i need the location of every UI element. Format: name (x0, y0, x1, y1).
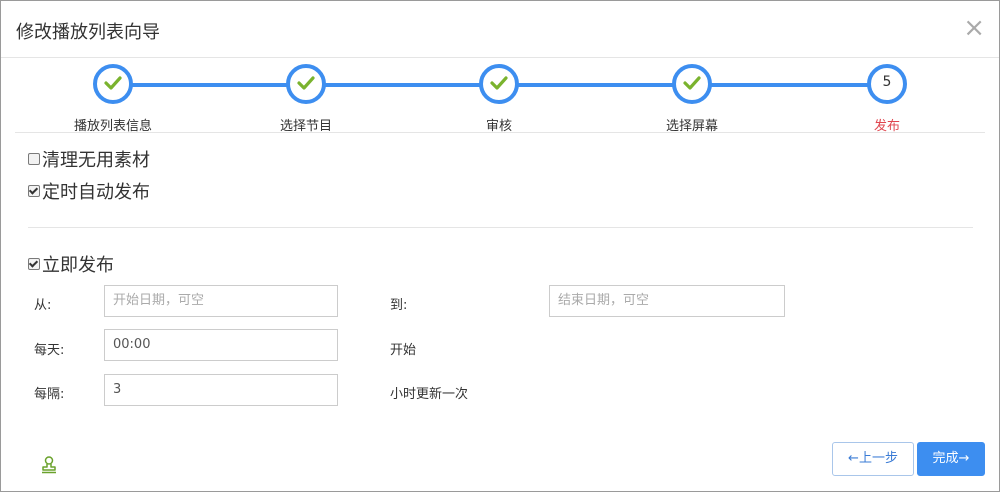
step-playlist-info[interactable]: 播放列表信息 (43, 58, 183, 134)
step-number: 5 (882, 74, 892, 90)
dialog-header: 修改播放列表向导 × (1, 1, 999, 58)
checkbox-box[interactable] (28, 258, 40, 270)
to-label: 到: (390, 298, 408, 313)
publish-now-checkbox[interactable]: 立即发布 (28, 251, 114, 277)
check-icon (479, 64, 519, 104)
previous-step-button[interactable]: ←上一步 (832, 442, 914, 476)
checkbox-box[interactable] (28, 185, 40, 197)
checkbox-label: 清理无用素材 (42, 150, 150, 171)
stamp-icon[interactable] (41, 456, 57, 478)
step-label: 选择节目 (279, 119, 332, 134)
close-icon[interactable]: × (963, 13, 985, 43)
dialog-title: 修改播放列表向导 (16, 22, 160, 43)
clean-unused-checkbox[interactable]: 清理无用素材 (28, 146, 150, 172)
check-icon (672, 64, 712, 104)
section-divider (28, 227, 973, 228)
step-publish[interactable]: 5 发布 (817, 58, 957, 134)
step-label: 播放列表信息 (73, 119, 152, 134)
end-date-input[interactable]: 结束日期，可空 (549, 285, 785, 317)
step-review[interactable]: 审核 (429, 58, 569, 134)
daily-suffix: 开始 (390, 343, 417, 358)
interval-label: 每隔: (34, 387, 65, 402)
interval-suffix: 小时更新一次 (390, 387, 469, 402)
step-label: 选择屏幕 (665, 119, 718, 134)
from-label: 从: (34, 298, 52, 313)
check-icon (93, 64, 133, 104)
start-date-input[interactable]: 开始日期，可空 (104, 285, 338, 317)
auto-publish-checkbox[interactable]: 定时自动发布 (28, 178, 150, 204)
step-select-screen[interactable]: 选择屏幕 (622, 58, 762, 134)
check-icon (286, 64, 326, 104)
wizard-steps: 播放列表信息 选择节目 审核 选择屏幕 5 发布 (15, 58, 985, 134)
step-label: 审核 (485, 119, 512, 134)
step-number-circle: 5 (867, 64, 907, 104)
checkbox-label: 定时自动发布 (42, 182, 150, 203)
checkbox-box[interactable] (28, 153, 40, 165)
step-select-program[interactable]: 选择节目 (236, 58, 376, 134)
finish-button[interactable]: 完成→ (917, 442, 985, 476)
step-label: 发布 (873, 119, 900, 134)
checkbox-label: 立即发布 (42, 255, 114, 276)
daily-label: 每天: (34, 343, 65, 358)
daily-time-input[interactable]: 00:00 (104, 329, 338, 361)
interval-input[interactable]: 3 (104, 374, 338, 406)
